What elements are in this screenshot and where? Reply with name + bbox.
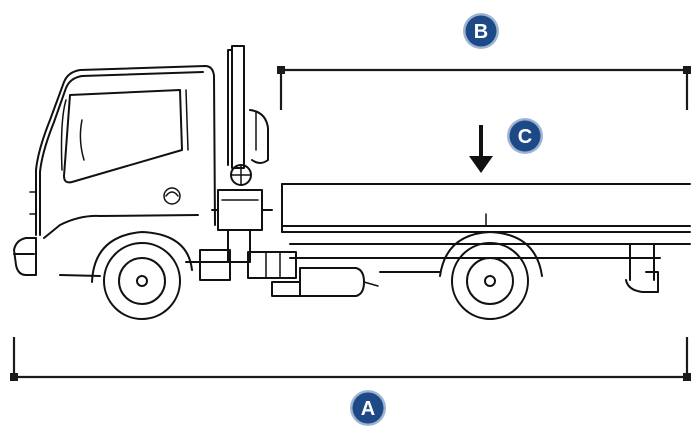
arrow-down-icon xyxy=(469,125,493,173)
badge-a: A xyxy=(350,390,386,426)
chassis-frame xyxy=(185,257,661,273)
badge-c-label: C xyxy=(518,126,532,148)
badge-b-label: B xyxy=(474,21,488,43)
rear-wheel xyxy=(439,231,543,320)
flatbed xyxy=(281,183,691,293)
badge-b: B xyxy=(463,13,499,49)
badge-c: C xyxy=(507,118,543,154)
dimension-a-line xyxy=(10,337,691,381)
truck-cab xyxy=(13,65,216,277)
dimension-b-line xyxy=(277,66,691,110)
fuel-tank xyxy=(247,251,379,297)
badge-a-label: A xyxy=(361,398,375,420)
front-wheel xyxy=(91,231,193,320)
crane-boom xyxy=(199,45,273,281)
